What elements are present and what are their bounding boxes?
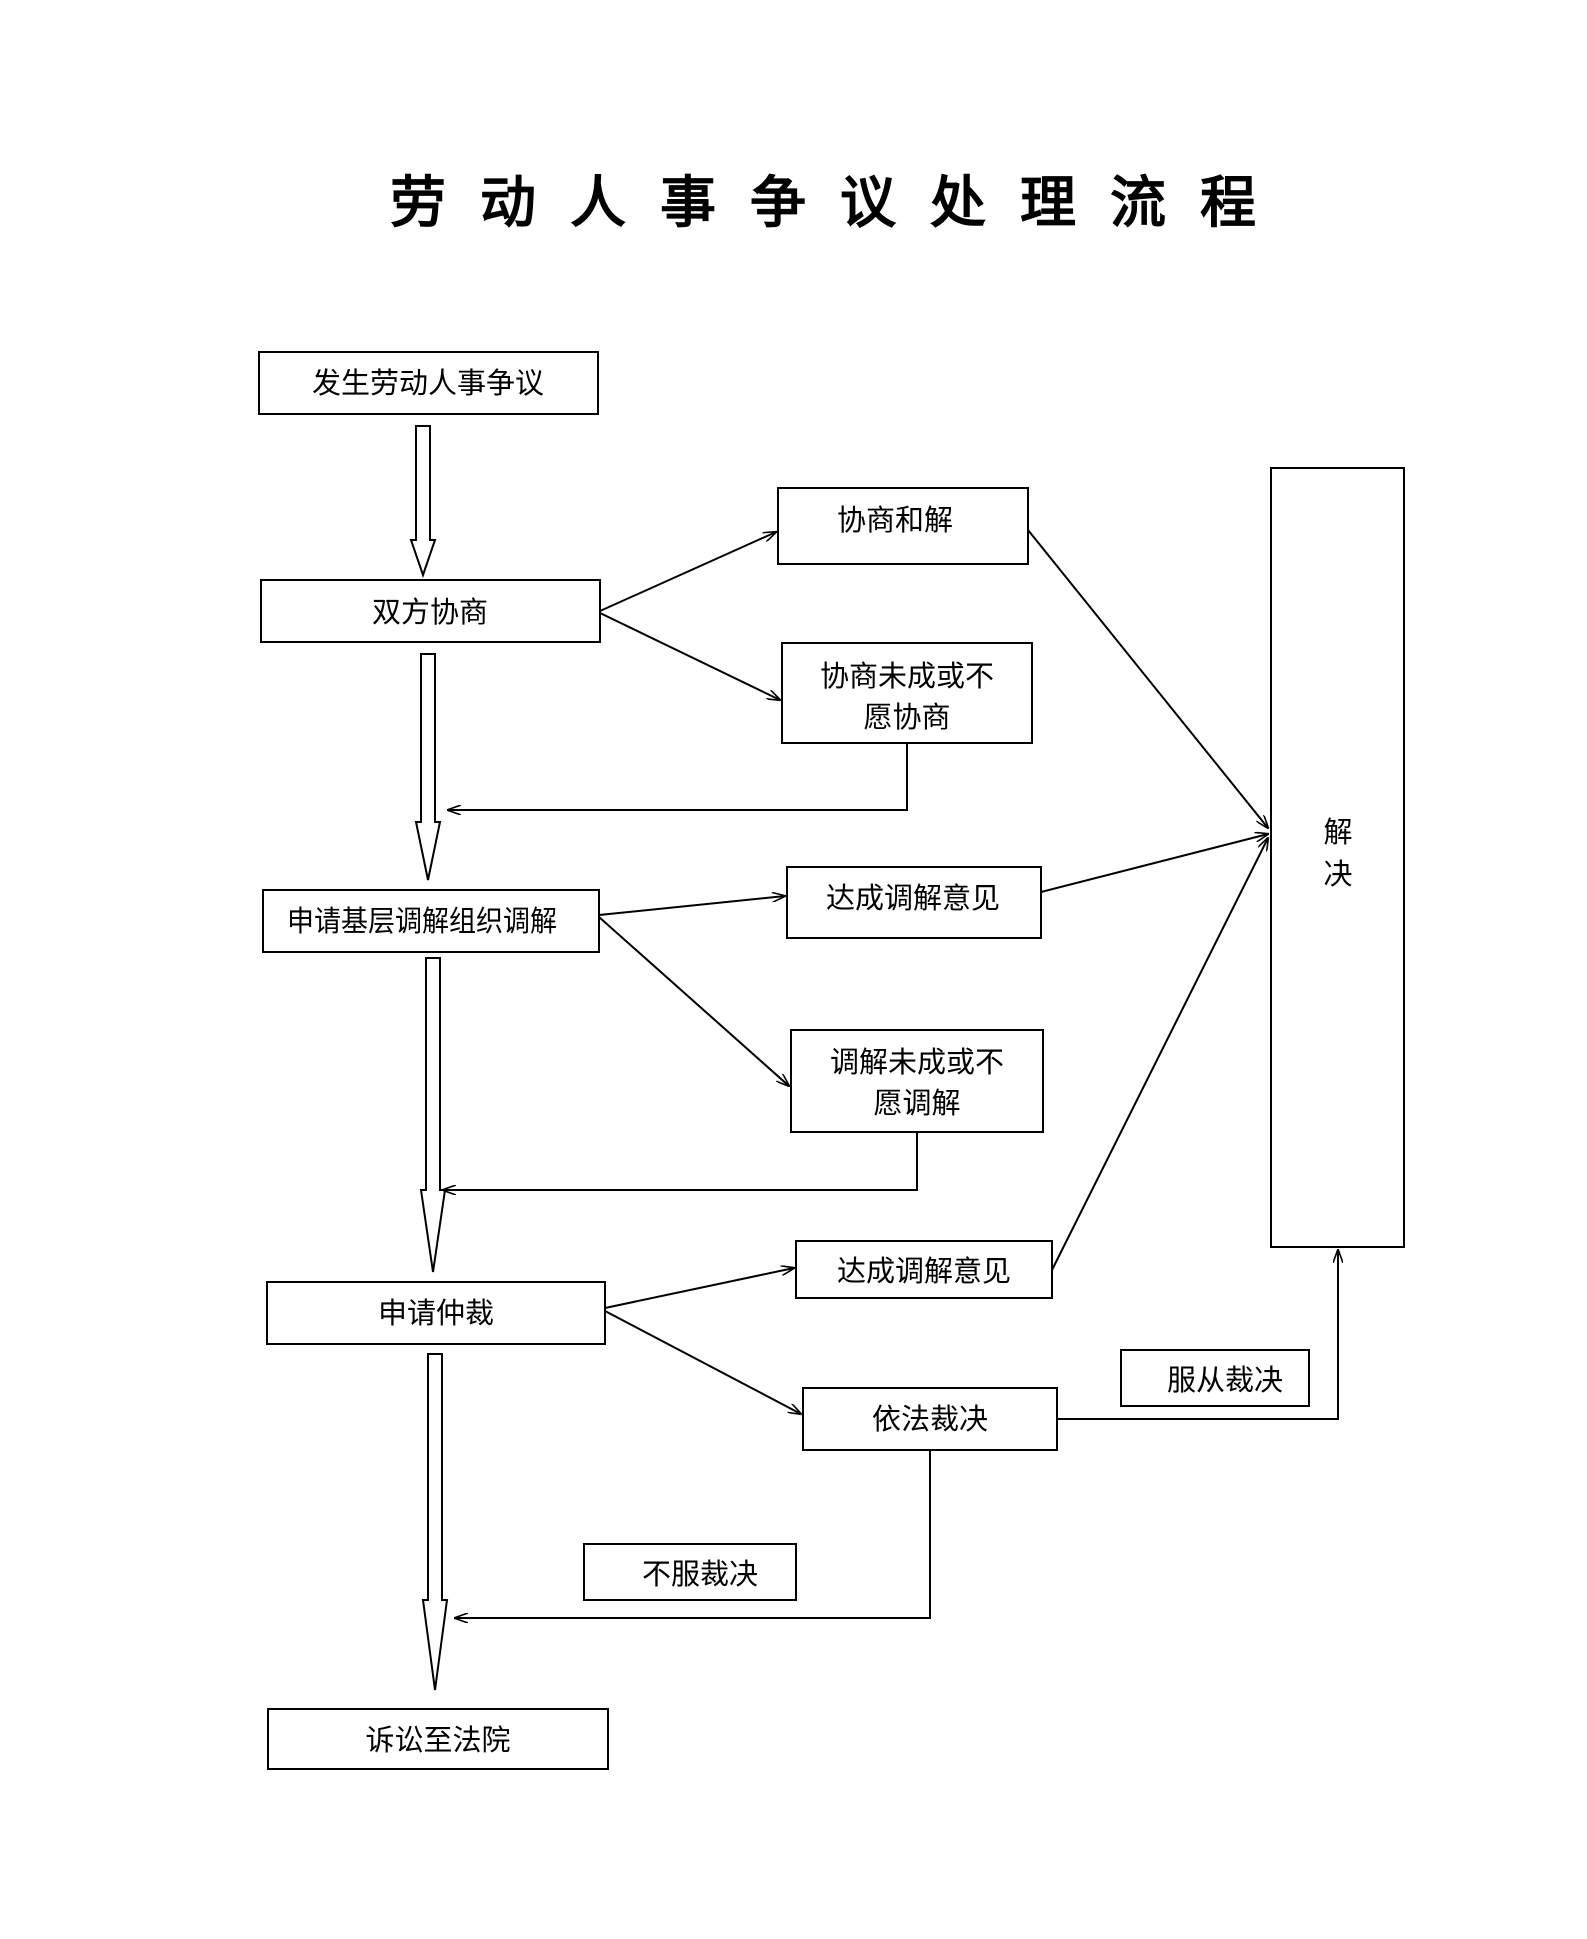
edge-mediation-to-fail bbox=[598, 916, 789, 1086]
mediation-fail-label-line1: 调解未成或不 bbox=[830, 1045, 1004, 1079]
accept-award-box bbox=[1120, 1349, 1310, 1407]
edge-award-reject-to-lawsuit bbox=[455, 1450, 931, 1618]
edge-negotiate-to-fail bbox=[599, 612, 780, 700]
mediation-label: 申请基层调解组织调解 bbox=[287, 904, 557, 938]
lawsuit-box bbox=[267, 1708, 609, 1770]
negotiate-fail-label-line1: 协商未成或不 bbox=[820, 659, 994, 693]
hollow-arrow-negotiate-to-mediation bbox=[414, 653, 442, 881]
start-box bbox=[258, 351, 599, 415]
mediation-success-box bbox=[786, 866, 1042, 939]
resolved-box bbox=[1270, 467, 1405, 1248]
accept-award-label: 服从裁决 bbox=[1167, 1363, 1283, 1397]
award-label: 依法裁决 bbox=[872, 1402, 988, 1436]
edge-arbitration-to-award bbox=[604, 1310, 801, 1414]
mediation-success-label: 达成调解意见 bbox=[826, 881, 1000, 915]
edge-mediation-success-to-resolved bbox=[1040, 834, 1268, 893]
hollow-arrow-start-to-negotiate bbox=[409, 425, 437, 579]
start-label: 发生劳动人事争议 bbox=[312, 366, 544, 400]
resolved-label-line2: 决 bbox=[1323, 857, 1352, 891]
mediation-fail-label-line2: 愿调解 bbox=[873, 1086, 960, 1120]
edge-arbitration-success-to-resolved bbox=[1051, 838, 1268, 1271]
edge-mediation-fail-return bbox=[443, 1132, 918, 1190]
negotiate-fail-box bbox=[781, 642, 1033, 744]
hollow-arrow-arbitration-to-lawsuit bbox=[421, 1353, 449, 1691]
negotiate-label: 双方协商 bbox=[372, 595, 488, 629]
edge-award-accept-to-resolved bbox=[1057, 1250, 1338, 1420]
arbitration-label: 申请仲裁 bbox=[378, 1296, 494, 1330]
negotiate-success-box bbox=[777, 487, 1029, 565]
negotiate-fail-label-line2: 愿协商 bbox=[863, 700, 950, 734]
edge-negotiate-fail-return bbox=[448, 743, 908, 810]
page-title: 劳动人事争议处理流程 bbox=[390, 171, 1290, 236]
edge-negotiate-success-to-resolved bbox=[1027, 529, 1268, 828]
arbitration-box bbox=[266, 1281, 606, 1345]
lawsuit-label: 诉讼至法院 bbox=[365, 1723, 510, 1757]
edge-arbitration-to-success bbox=[604, 1268, 794, 1309]
reject-award-box bbox=[583, 1543, 797, 1601]
resolved-label-line1: 解 bbox=[1323, 815, 1352, 849]
arbitration-success-label: 达成调解意见 bbox=[837, 1254, 1011, 1288]
hollow-arrow-mediation-to-arbitration bbox=[419, 957, 447, 1273]
edge-negotiate-to-success bbox=[599, 532, 776, 612]
edge-mediation-to-success bbox=[598, 896, 785, 916]
negotiate-success-label: 协商和解 bbox=[837, 503, 953, 537]
mediation-box bbox=[262, 889, 600, 953]
award-box bbox=[802, 1387, 1058, 1451]
negotiate-box bbox=[260, 579, 601, 643]
reject-award-label: 不服裁决 bbox=[642, 1557, 758, 1591]
